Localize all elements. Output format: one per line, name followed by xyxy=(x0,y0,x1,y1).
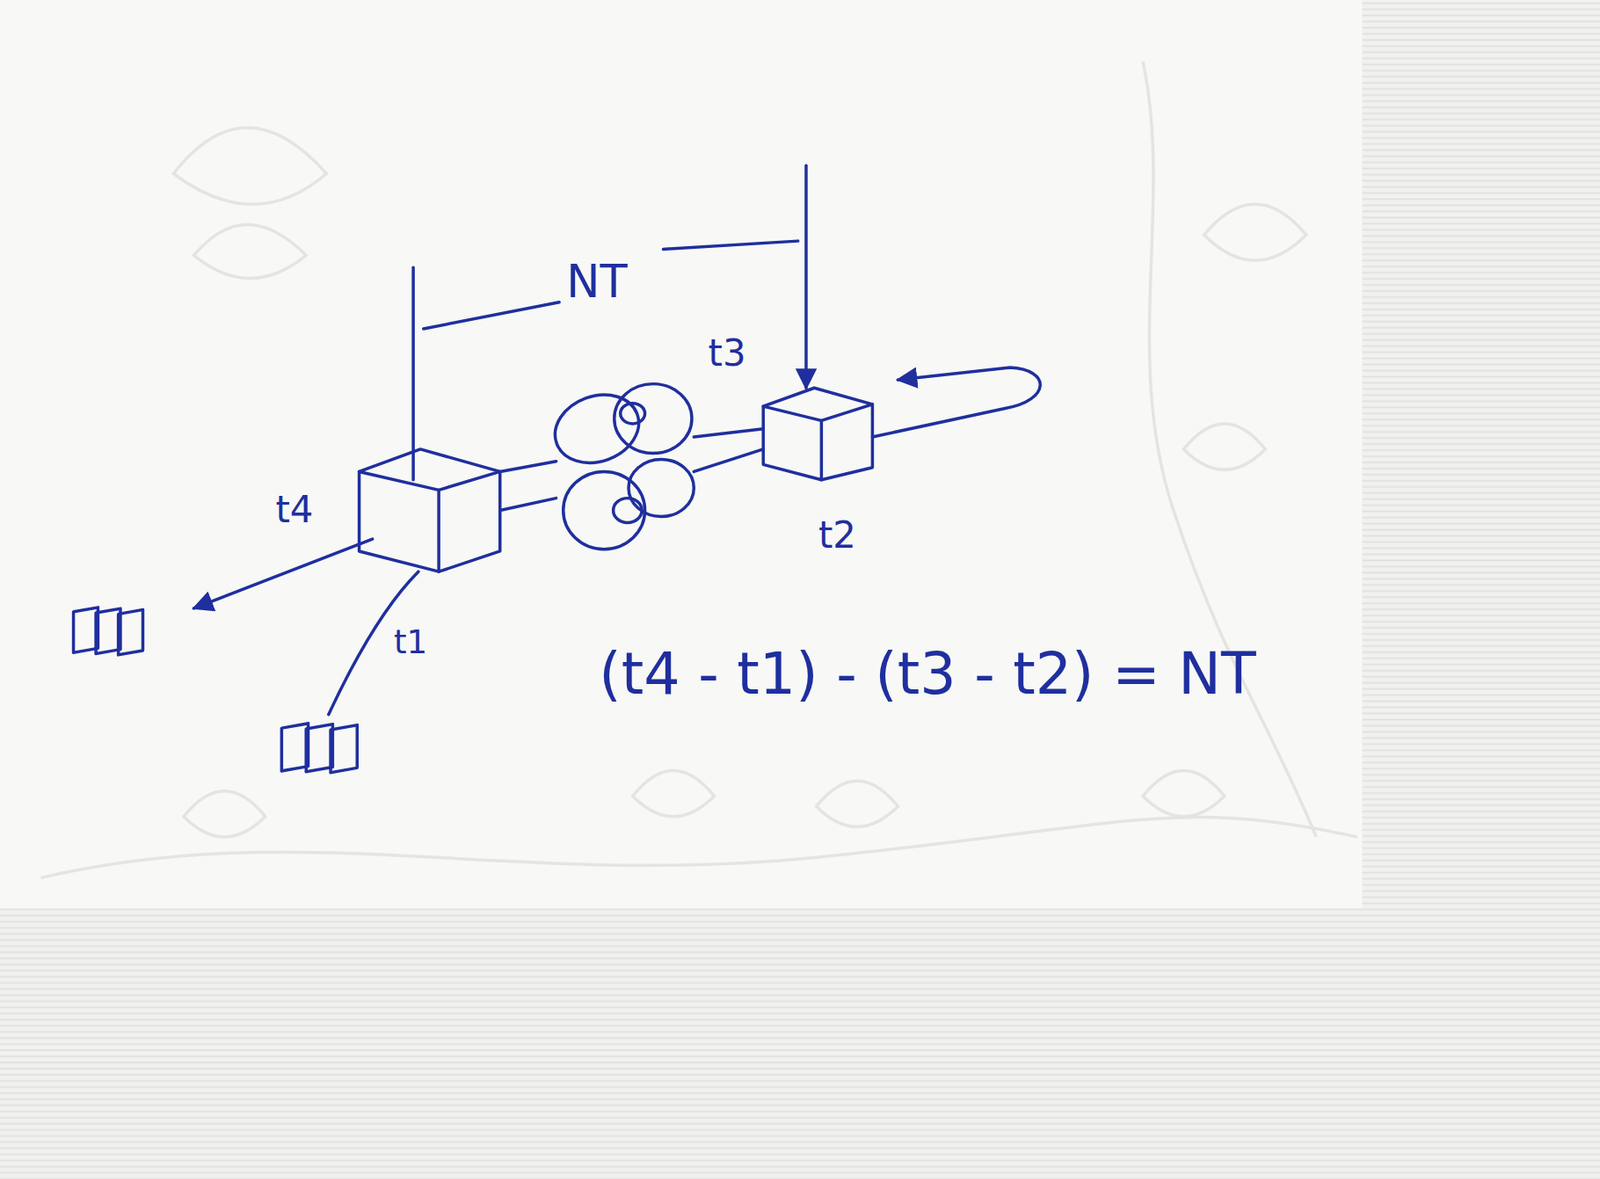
shell-emboss xyxy=(1204,203,1307,261)
cloud-loop xyxy=(620,403,646,424)
shell-emboss xyxy=(632,770,715,817)
dimension-label: NT xyxy=(564,256,630,306)
timestamp-label: t3 xyxy=(705,332,749,373)
cloud-loop xyxy=(563,471,646,549)
network-cloud xyxy=(545,383,695,550)
timestamp-label: t1 xyxy=(392,624,430,661)
cloud-loop xyxy=(614,384,692,454)
cube-face xyxy=(763,387,873,407)
cube-face xyxy=(763,406,822,480)
bracket-bar xyxy=(662,240,798,249)
client-box xyxy=(95,608,121,654)
shell-emboss xyxy=(183,791,266,837)
cloud-loop xyxy=(628,459,694,517)
network-line xyxy=(693,449,764,473)
napkin-fold xyxy=(0,908,1600,1179)
message-arrow xyxy=(194,538,373,609)
shell-emboss xyxy=(173,127,327,204)
cube-face xyxy=(438,471,501,572)
client-box xyxy=(281,723,308,771)
bracket-leg xyxy=(411,267,415,480)
bracket-leg xyxy=(804,165,808,388)
equation: (t4 - t1) - (t3 - t2) = NT xyxy=(596,642,1259,706)
network-line xyxy=(693,429,764,437)
shell-emboss xyxy=(1183,423,1266,470)
shell-emboss xyxy=(1142,770,1225,817)
napkin-fold xyxy=(1362,0,1600,909)
cloud-loop xyxy=(545,383,649,474)
network-line xyxy=(500,498,557,511)
timestamp-label: t4 xyxy=(273,489,316,531)
message-loop xyxy=(872,367,1040,437)
shell-emboss xyxy=(194,225,307,279)
client-box xyxy=(330,725,357,773)
cube-face xyxy=(821,404,873,480)
cube-face xyxy=(359,449,501,473)
bracket-bar xyxy=(423,302,560,329)
cloud-loop xyxy=(613,498,643,524)
scroll-emboss xyxy=(1142,61,1317,837)
client-box xyxy=(73,607,99,653)
client-stack xyxy=(281,723,357,773)
scroll-emboss xyxy=(40,817,1357,879)
client-stack xyxy=(73,607,144,655)
server-cube xyxy=(763,387,873,480)
server-cube xyxy=(359,449,501,572)
client-box xyxy=(305,724,333,772)
client-box xyxy=(118,609,144,655)
network-line xyxy=(500,461,557,473)
emboss xyxy=(40,61,1357,879)
shell-emboss xyxy=(816,780,899,827)
timestamp-label: t2 xyxy=(816,515,859,556)
cube-face xyxy=(359,471,440,572)
